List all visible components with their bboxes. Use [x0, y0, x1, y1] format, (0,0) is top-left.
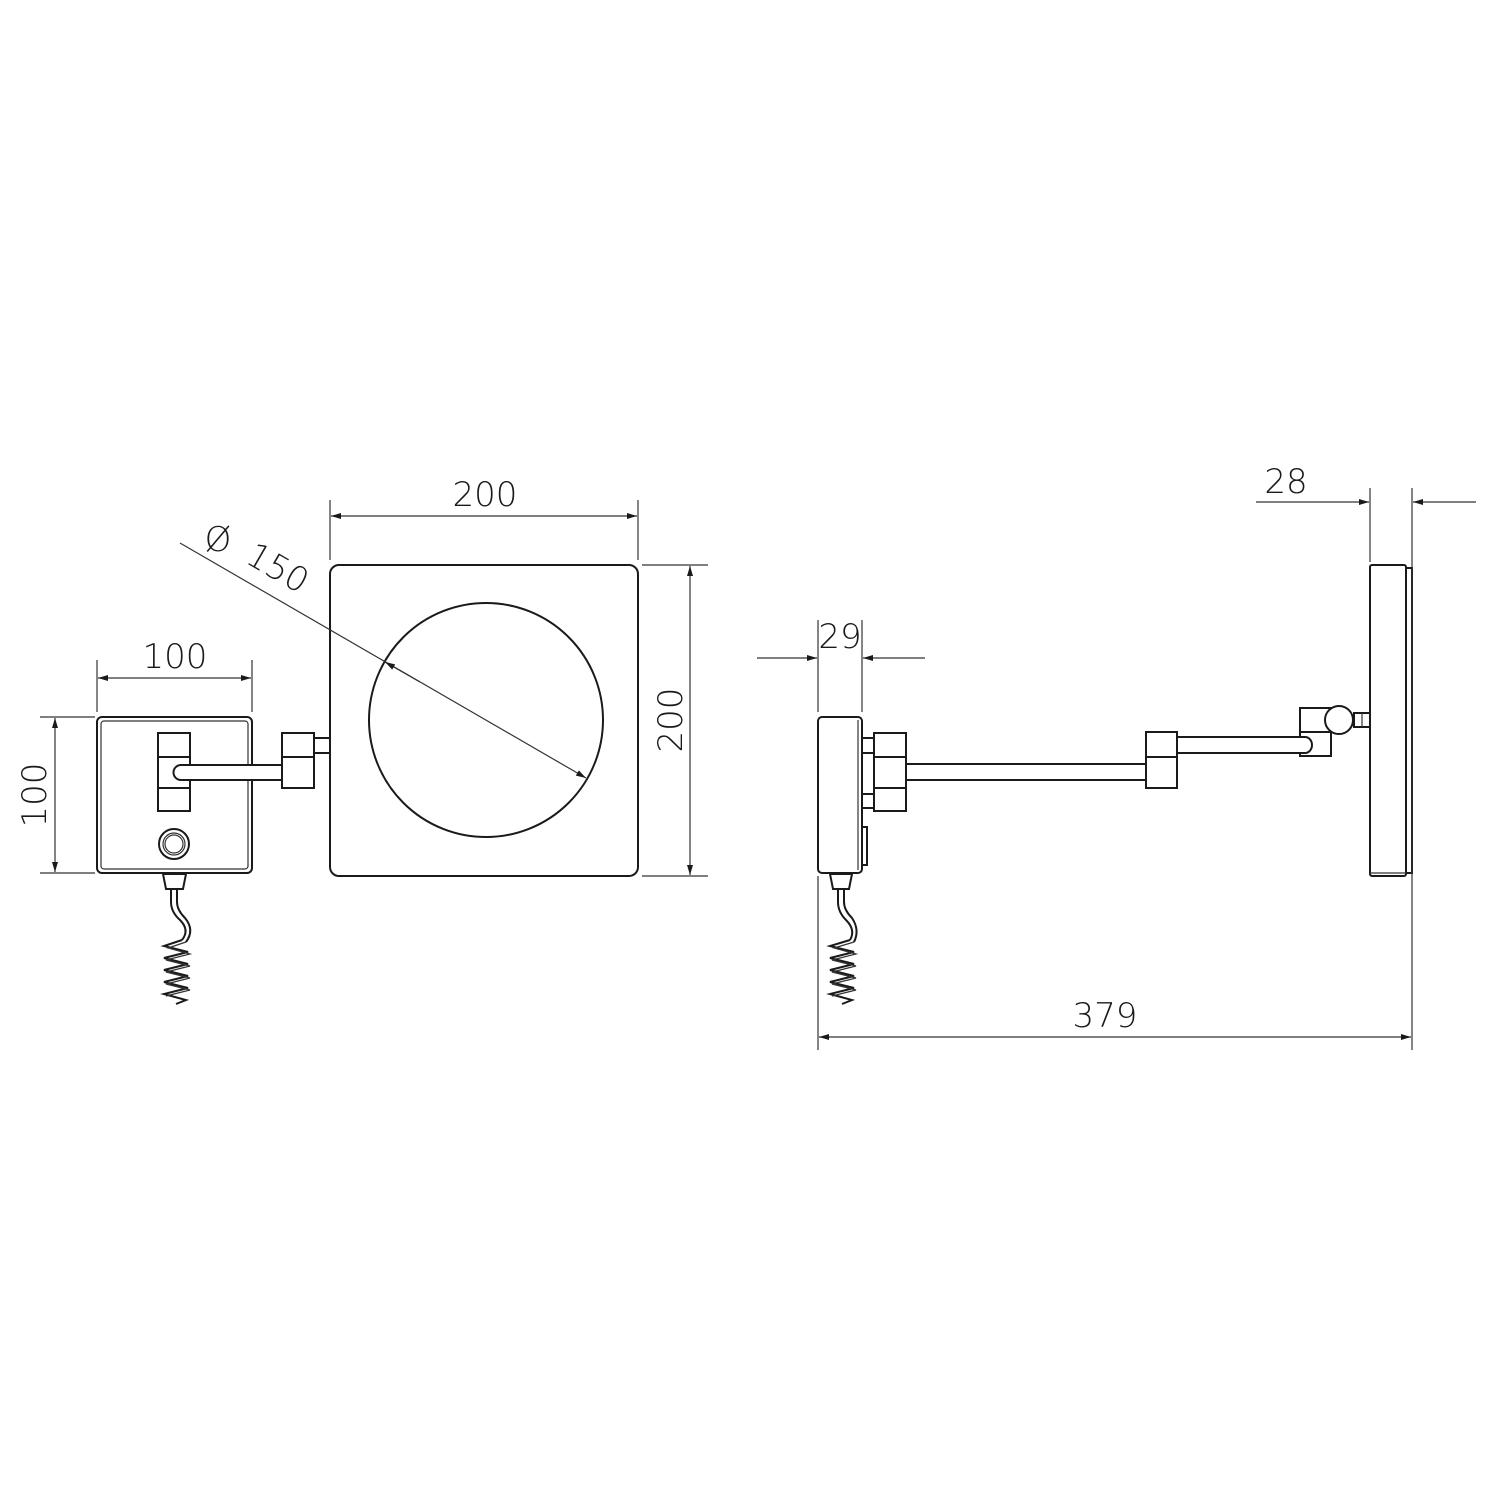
mirror-hinge [281, 732, 330, 789]
dim-label: 28 [1264, 462, 1307, 502]
dim-label: 200 [651, 688, 691, 753]
mirror-frame [329, 564, 639, 877]
dim-plate-depth: 29 [757, 617, 925, 712]
dim-total-projection: 379 [817, 876, 1411, 1050]
dim-mirror-depth: 28 [1256, 462, 1476, 1050]
dim-mirror-diameter: Ø 150 [179, 520, 587, 779]
wall-plate-side [817, 716, 863, 874]
elbow-joint [1145, 731, 1178, 789]
front-view: 200 200 Ø 150 100 100 [15, 475, 708, 1005]
tilt-knob [1324, 705, 1354, 735]
dim-label: 200 [453, 475, 518, 515]
dim-plate-height: 100 [15, 716, 95, 874]
mirror-side [1369, 564, 1407, 877]
dim-label: 379 [1073, 996, 1138, 1036]
dim-label: 100 [15, 763, 55, 828]
dim-mirror-height: 200 [642, 564, 708, 877]
arm-2 [1176, 736, 1313, 754]
power-cable-side [826, 873, 859, 1005]
magnifying-mirror [368, 602, 604, 838]
dim-label: 29 [818, 617, 861, 657]
power-button [158, 828, 190, 860]
dim-label: 150 [239, 535, 315, 602]
power-cable [160, 873, 193, 1005]
swing-arm [172, 764, 284, 781]
dim-mirror-width: 200 [329, 475, 639, 560]
dim-label: 100 [143, 637, 208, 677]
diameter-symbol: Ø [205, 520, 232, 560]
dim-plate-width: 100 [96, 637, 253, 712]
side-view: 29 28 379 [757, 462, 1476, 1050]
switch [861, 826, 868, 866]
arm-1 [905, 763, 1152, 781]
